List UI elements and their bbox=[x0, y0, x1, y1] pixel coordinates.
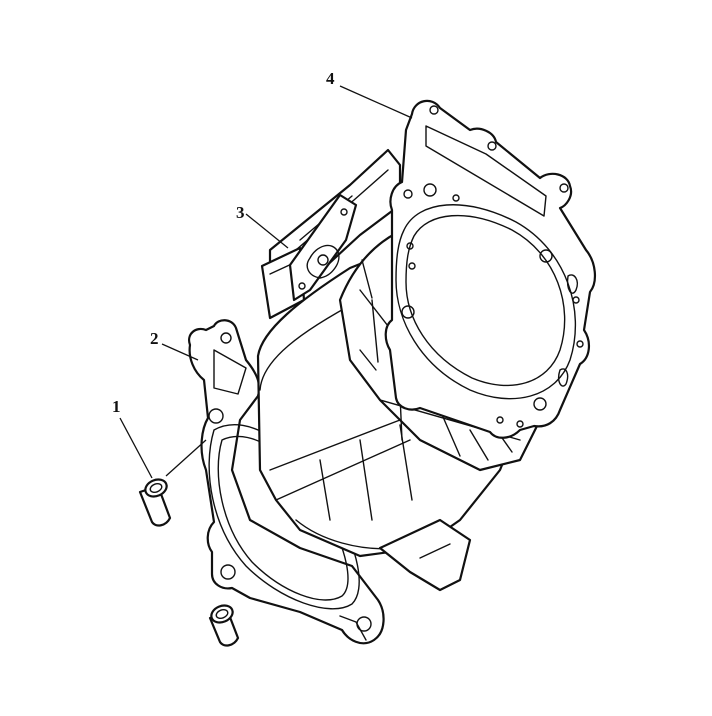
callout-2: 2 bbox=[150, 329, 159, 348]
chain-tunnel-gasket bbox=[288, 193, 358, 302]
head-gasket bbox=[384, 99, 596, 439]
dowel-pin-lower bbox=[208, 604, 240, 647]
leader-1b bbox=[165, 439, 207, 477]
callout-1: 1 bbox=[112, 397, 121, 416]
leader-4 bbox=[339, 85, 413, 119]
dowel-pin-upper bbox=[138, 478, 172, 527]
leader-2 bbox=[161, 343, 199, 361]
callout-3: 3 bbox=[236, 203, 245, 222]
callout-4: 4 bbox=[326, 69, 335, 88]
callout-leaders bbox=[119, 85, 413, 479]
leader-1 bbox=[119, 417, 153, 479]
leader-3 bbox=[245, 213, 289, 249]
